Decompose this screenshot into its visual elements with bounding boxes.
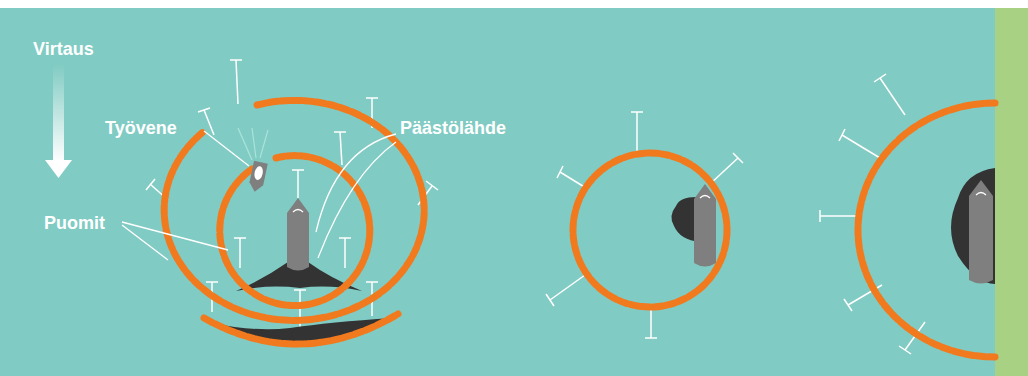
ship	[287, 180, 993, 284]
boom-label: Puomit	[44, 212, 105, 234]
anchor-lines	[146, 60, 438, 335]
leader-lines	[122, 131, 396, 260]
oil-boom	[164, 100, 995, 357]
boat-label: Työvene	[105, 117, 177, 139]
oil-spill	[212, 168, 995, 347]
flow-label: Virtaus	[33, 38, 94, 60]
ship-bow	[293, 193, 986, 213]
current-arrow	[45, 64, 72, 178]
anchor-lines	[546, 112, 743, 338]
anchor-lines	[820, 74, 925, 354]
water	[0, 8, 1028, 376]
source-label: Päästölähde	[400, 117, 506, 139]
shore	[995, 8, 1028, 376]
